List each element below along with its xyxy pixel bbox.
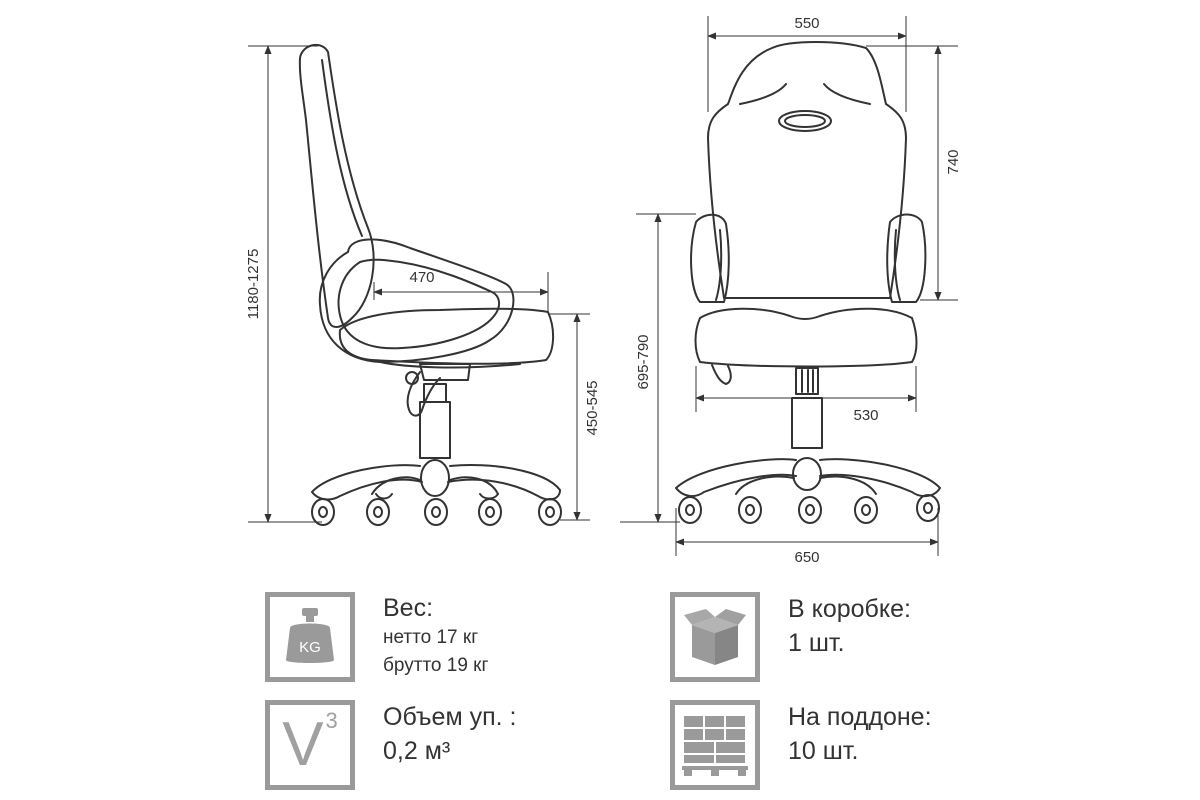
box-icon — [670, 592, 760, 682]
dim-label-seat-width: 530 — [853, 407, 878, 424]
side-mechanism — [419, 363, 471, 381]
dim-label-armrest-height: 695-790 — [635, 334, 652, 389]
front-seat — [694, 307, 918, 368]
dim-label-total-height: 1180-1275 — [245, 249, 262, 320]
weight-icon: KG — [265, 592, 355, 682]
volume-title: Объем уп. : — [383, 703, 517, 731]
volume-value: 0,2 м³ — [383, 737, 451, 765]
front-casters — [678, 494, 940, 524]
side-gas-lift — [419, 401, 451, 459]
weight-net: нетто 17 кг — [383, 627, 479, 648]
chair-dimension-drawing: 1180-1275 470 450-545 550 740 695-790 53… — [245, 15, 962, 566]
side-tilt-lever — [406, 371, 441, 417]
front-view-chair — [675, 41, 941, 524]
volume-icon-exponent: 3 — [325, 708, 338, 733]
spec-pallet: На поддоне: 10 шт. — [670, 700, 932, 790]
weight-gross: брутто 19 кг — [383, 655, 489, 676]
dim-label-seat-height: 450-545 — [584, 380, 601, 435]
spec-box: В коробке: 1 шт. — [670, 592, 911, 682]
side-base — [311, 464, 561, 501]
volume-icon-letter: V — [282, 710, 324, 779]
spec-weight: KG Вес: нетто 17 кг брутто 19 кг — [265, 592, 488, 682]
pallet-icon — [670, 700, 760, 790]
dim-label-front-width: 550 — [794, 15, 819, 32]
box-text: В коробке: 1 шт. — [788, 592, 911, 660]
dim-label-back-height: 740 — [945, 149, 962, 174]
side-backrest — [298, 43, 375, 328]
front-gas-lift-cover — [795, 367, 819, 395]
front-height-lever — [711, 364, 732, 385]
weight-title: Вес: — [383, 594, 434, 622]
volume-text: Объем уп. : 0,2 м³ — [383, 700, 516, 768]
box-title: В коробке: — [788, 595, 911, 623]
front-backrest — [707, 41, 907, 299]
pallet-value: 10 шт. — [788, 737, 859, 765]
front-left-armrest — [690, 213, 730, 303]
front-base-hub — [792, 457, 822, 491]
front-gas-lift — [791, 397, 823, 449]
side-gas-lift-cover — [423, 383, 447, 403]
front-base — [675, 458, 941, 498]
front-right-armrest — [886, 213, 927, 303]
side-armrest — [318, 238, 515, 363]
side-view-chair — [298, 43, 562, 526]
box-value: 1 шт. — [788, 629, 845, 657]
pallet-title: На поддоне: — [788, 703, 932, 731]
weight-text: Вес: нетто 17 кг брутто 19 кг — [383, 592, 488, 680]
dim-label-seat-depth: 470 — [409, 269, 434, 286]
side-base-hub — [420, 459, 450, 497]
pallet-text: На поддоне: 10 шт. — [788, 700, 932, 768]
weight-icon-label: KG — [299, 639, 321, 656]
front-headrest-opening — [778, 110, 832, 132]
dim-label-base-width: 650 — [794, 549, 819, 566]
side-casters — [311, 498, 562, 526]
